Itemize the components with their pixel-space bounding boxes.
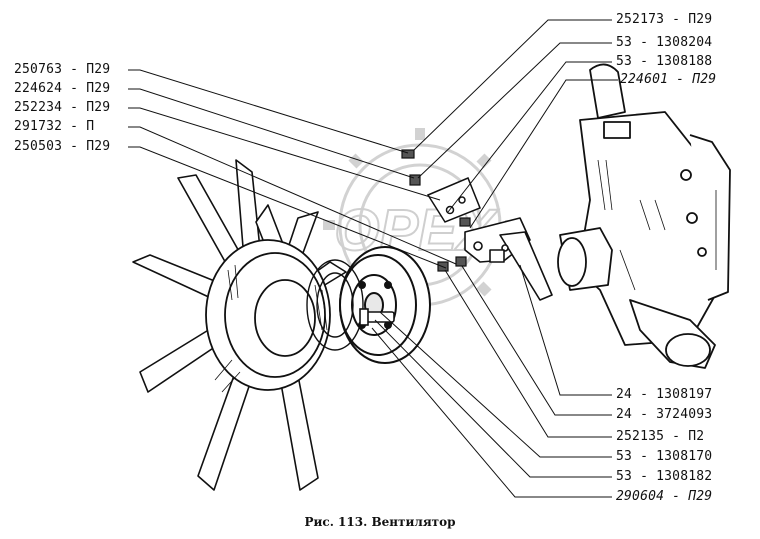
callout-24-3724093: 24 - 3724093 bbox=[616, 407, 713, 422]
callout-53-1308204: 53 - 1308204 bbox=[616, 35, 713, 50]
callout-24-1308197: 24 - 1308197 bbox=[616, 387, 713, 402]
callout-252234: 252234 - П29 bbox=[14, 100, 111, 115]
pump-hatching bbox=[597, 159, 717, 291]
callout-53-1308170: 53 - 1308170 bbox=[616, 449, 713, 464]
fan-hatching bbox=[214, 264, 328, 393]
water-pump bbox=[557, 63, 731, 369]
tensioner-bracket bbox=[464, 217, 553, 301]
callout-224624: 224624 - П29 bbox=[14, 81, 111, 96]
fan-hub bbox=[205, 239, 331, 391]
callout-250503: 250503 - П29 bbox=[14, 139, 111, 154]
center-bolt bbox=[359, 308, 395, 326]
adjust-plate bbox=[426, 177, 481, 223]
pulley-shadow bbox=[306, 259, 364, 351]
callout-252135: 252135 - П2 bbox=[616, 429, 705, 444]
callout-290604: 290604 - П29 bbox=[616, 489, 713, 504]
callout-53-1308188: 53 - 1308188 bbox=[616, 54, 713, 69]
callout-252173: 252173 - П29 bbox=[616, 12, 713, 27]
callout-291732: 291732 - П bbox=[14, 119, 95, 134]
leader-lines bbox=[128, 19, 618, 498]
callout-224601: 224601 - П29 bbox=[620, 72, 717, 87]
callout-53-1308182: 53 - 1308182 bbox=[616, 469, 713, 484]
figure-caption: Рис. 113. Вентилятор bbox=[304, 515, 456, 529]
callout-250763: 250763 - П29 bbox=[14, 62, 111, 77]
